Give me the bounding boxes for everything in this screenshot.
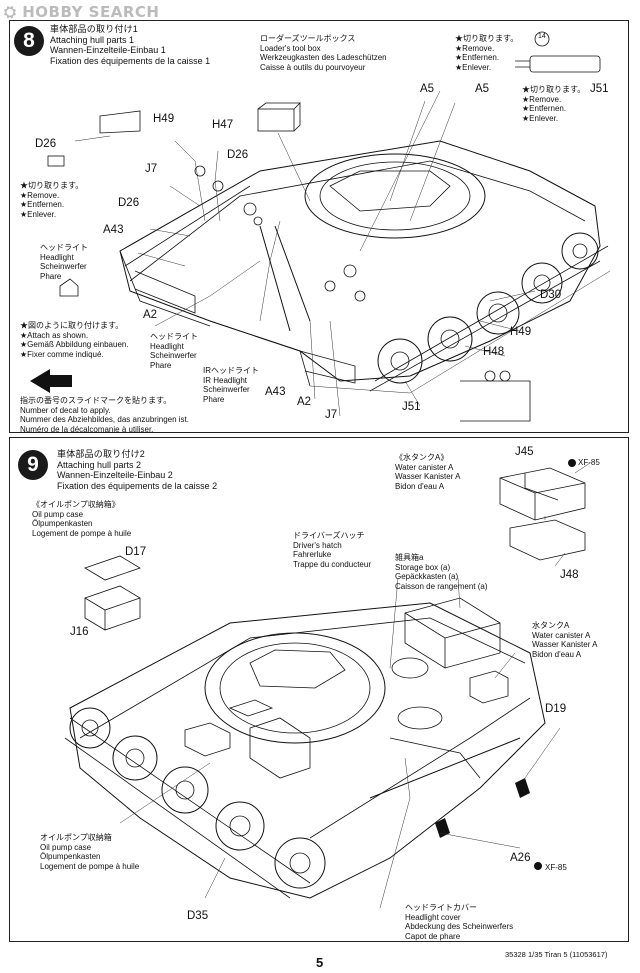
part-label: H48	[483, 346, 505, 358]
part-label: H47	[212, 119, 234, 131]
part-label: D30	[540, 289, 562, 301]
part-label: A5	[420, 83, 435, 95]
part-label: D26	[118, 197, 140, 209]
part-label: D19	[545, 703, 567, 715]
remove-note-a: ★切り取ります。★Remove.★Entfernen.★Enlever.	[455, 34, 519, 72]
part-label: A2	[297, 396, 312, 408]
paint-label: XF-85	[545, 863, 567, 872]
part-label: A2	[143, 309, 158, 321]
part-label: J16	[70, 626, 89, 638]
step-number: 9	[18, 450, 48, 480]
part-label: D26	[227, 149, 249, 161]
part-label: J7	[145, 163, 158, 175]
part-label: J51	[402, 401, 421, 413]
part-label: A5	[475, 83, 490, 95]
watermark: ⛭ HOBBY SEARCH	[4, 3, 160, 21]
part-label: D26	[35, 138, 57, 150]
tank-hull-drawing	[119, 140, 601, 387]
paint-label: XF-85	[578, 458, 600, 467]
step-8-illustration	[30, 31, 611, 422]
step-number: 8	[14, 26, 44, 56]
part-label: A43	[265, 386, 286, 398]
hobby-search-logo-icon: ⛭	[4, 3, 23, 21]
track-wheels-drawing	[309, 232, 611, 394]
part-label: D17	[125, 546, 147, 558]
attach-note: ★図のように取り付けます。★Attach as shown.★Gemäß Abb…	[20, 321, 129, 359]
part-label: J48	[560, 569, 579, 581]
part-label: H49	[153, 113, 175, 125]
part-label: A43	[103, 224, 124, 236]
remove-note-c: ★切り取ります。★Remove.★Entfernen.★Enlever.	[20, 181, 84, 219]
part-label: J45	[515, 446, 534, 458]
product-code: 35328 1/35 Tiran 5 (11053617)	[505, 950, 608, 959]
track-wheels-drawing	[64, 707, 326, 899]
decal-note: 指示の番号のスライドマークを貼ります。Number of decal to ap…	[20, 396, 189, 434]
parts-and-leaders	[30, 31, 601, 422]
part-label: A26	[510, 852, 531, 864]
step-9-illustration	[64, 459, 591, 909]
part-label: D35	[187, 910, 209, 922]
part-label: J7	[325, 409, 338, 421]
parts-and-leaders	[84, 459, 591, 909]
part-label: H49	[510, 326, 532, 338]
remove-note-b: ★切り取ります。★Remove.★Entfernen.★Enlever.	[522, 85, 586, 123]
tank-hull-drawing	[69, 602, 546, 899]
part-label: J51	[590, 83, 609, 95]
page-number: 5	[316, 955, 324, 970]
callout-14: 14	[538, 33, 546, 40]
